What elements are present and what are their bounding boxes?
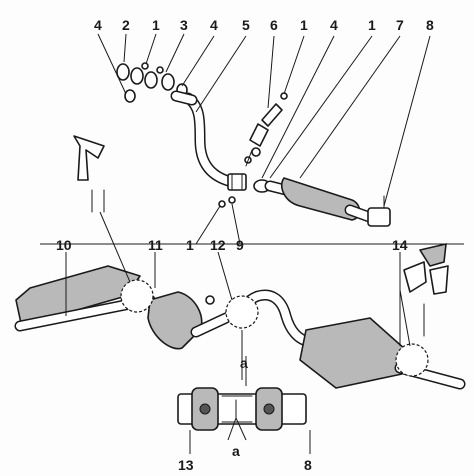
callout-1-bolt: 1 (300, 17, 308, 33)
callout-12: 12 (210, 237, 226, 253)
callout-14: 14 (392, 237, 408, 253)
callout-4-ring: 4 (330, 17, 338, 33)
callout-13: 13 (178, 457, 194, 473)
bracket-detail-right (403, 243, 449, 337)
callout-2: 2 (122, 17, 130, 33)
detail-circle-14 (395, 343, 429, 377)
detail-circle-11 (120, 279, 154, 313)
catalytic-converter (264, 177, 391, 227)
callout-8-top: 8 (426, 17, 434, 33)
callout-1-clamp: 1 (368, 17, 376, 33)
callout-a-upper: a (240, 355, 248, 371)
front-exhaust-pipe (170, 90, 238, 188)
callout-1-nut: 1 (152, 17, 160, 33)
callout-a-lower: a (232, 443, 240, 459)
detail-circle-12 (225, 295, 259, 329)
front-muffler (147, 291, 203, 350)
callout-8-bottom: 8 (304, 457, 312, 473)
callout-3: 3 (180, 17, 188, 33)
callout-9: 9 (236, 237, 244, 253)
callout-5: 5 (242, 17, 250, 33)
callout-7: 7 (396, 17, 404, 33)
callout-4-gasket: 4 (94, 17, 102, 33)
callout-10: 10 (56, 237, 72, 253)
callout-4-flange: 4 (210, 17, 218, 33)
detail-link-right (399, 289, 411, 347)
leader-lines (40, 33, 464, 454)
bracket-detail-left (73, 135, 105, 213)
rear-muffler (299, 317, 466, 390)
callout-6: 6 (270, 17, 278, 33)
pipe-flange-clamp (218, 173, 247, 208)
detail-link-left (99, 211, 131, 283)
callout-11: 11 (148, 237, 163, 253)
hanger-bracket-6 (244, 92, 288, 167)
clamp-detail (177, 387, 307, 431)
callout-1-lower: 1 (186, 237, 194, 253)
manifold-gaskets (116, 62, 188, 103)
